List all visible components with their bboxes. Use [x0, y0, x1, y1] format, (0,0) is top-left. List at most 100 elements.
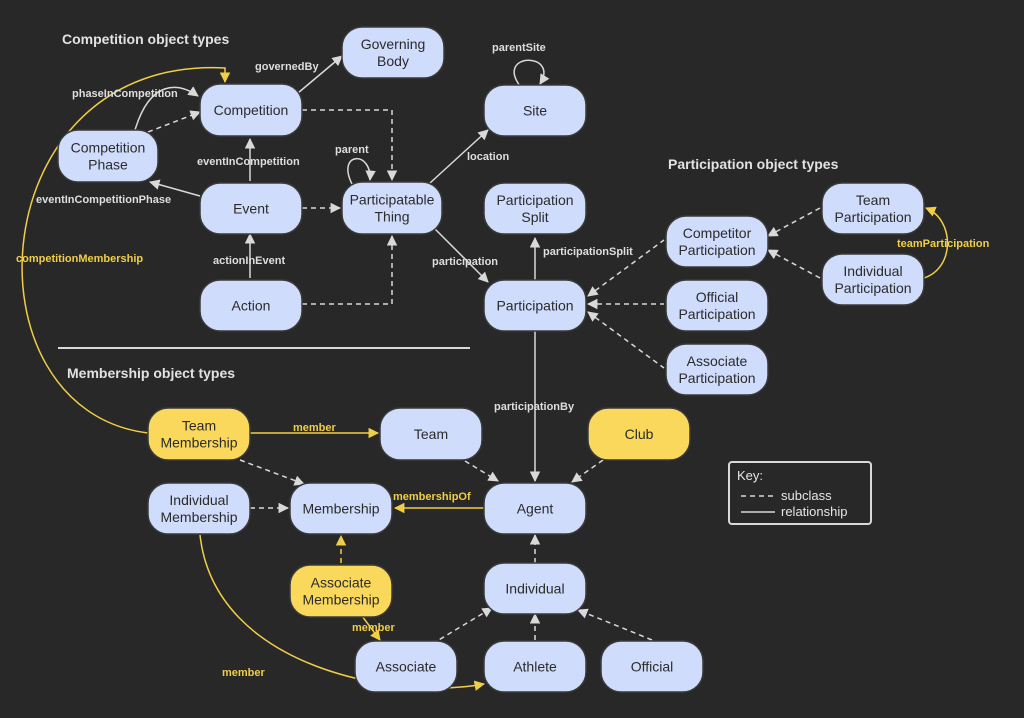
node-label: Participation: [496, 298, 573, 314]
label-competition-membership: competitionMembership: [16, 253, 143, 265]
node-label: Action: [232, 298, 271, 314]
node-label: Associate: [376, 659, 437, 675]
edge-participation: [431, 225, 489, 283]
node-label-line: Competitor: [683, 225, 752, 241]
node-site[interactable]: Site: [483, 84, 587, 137]
node-label-line: Individual: [505, 581, 564, 597]
node-label-line: Participation: [678, 306, 755, 322]
node-label: Site: [523, 103, 547, 119]
node-label-line: Participation: [496, 192, 573, 208]
node-label-line: Phase: [88, 157, 128, 173]
node-label-line: Official: [631, 659, 674, 675]
node-label-line: Participation: [678, 370, 755, 386]
edge-event-in-competition-phase: [148, 179, 201, 197]
section-title-participation: Participation object types: [668, 156, 839, 172]
node-team[interactable]: Team: [379, 407, 483, 461]
node-label-line: Thing: [374, 209, 409, 225]
node-label-line: Associate: [311, 575, 372, 591]
label-location: location: [467, 151, 509, 163]
label-participation-split: participationSplit: [543, 246, 633, 258]
label-event-in-competition: eventInCompetition: [197, 156, 300, 168]
node-action[interactable]: Action: [199, 279, 303, 332]
node-label: Agent: [517, 501, 554, 517]
edge-individual-participation-subclass: [767, 249, 821, 279]
node-label-line: Team: [856, 192, 890, 208]
node-label-line: Participation: [834, 280, 911, 296]
node-label-line: Governing: [361, 36, 426, 52]
edge-team-participation-subclass: [767, 207, 821, 237]
node-label-line: Team: [414, 426, 448, 442]
node-label-line: Membership: [160, 509, 237, 525]
node-agent[interactable]: Agent: [483, 482, 587, 535]
node-label-line: Associate: [687, 353, 748, 369]
node-athlete[interactable]: Athlete: [483, 640, 587, 693]
section-title-competition: Competition object types: [62, 31, 229, 47]
node-membership[interactable]: Membership: [289, 482, 393, 535]
label-parent: parent: [335, 144, 369, 156]
label-participation: participation: [432, 256, 498, 268]
node-label: Official: [631, 659, 674, 675]
legend-title: Key:: [737, 468, 763, 483]
edge-phase-in-competition: [134, 86, 199, 131]
node-label-line: Membership: [302, 592, 379, 608]
edge-competitor-subclass: [587, 239, 665, 297]
edge-competition-membership: [21, 67, 231, 434]
edge-competition-subclass: [302, 109, 398, 182]
node-label-line: Event: [233, 201, 269, 217]
node-official[interactable]: Official: [600, 640, 704, 693]
edge-member-associate: [361, 615, 381, 641]
node-participation[interactable]: Participation: [483, 279, 587, 332]
edge-club-subclass: [571, 459, 604, 483]
node-label: Team: [414, 426, 448, 442]
edge-phase-subclass: [147, 110, 201, 133]
node-competition[interactable]: Competition: [199, 83, 303, 137]
edge-parent-loop: [347, 157, 376, 185]
legend-subclass-label: subclass: [781, 488, 832, 503]
label-participation-by: participationBy: [494, 401, 575, 413]
edge-location: [429, 129, 489, 184]
label-team-participation: teamParticipation: [897, 238, 990, 250]
node-associate[interactable]: Associate: [354, 640, 458, 693]
node-label-line: Competition: [71, 140, 146, 156]
node-label-line: Team: [182, 418, 216, 434]
node-label-line: Individual: [843, 263, 902, 279]
edge-associate-subclass-individual: [431, 607, 493, 645]
label-governed-by: governedBy: [255, 61, 319, 73]
node-label-line: Membership: [302, 501, 379, 517]
edge-team-membership-subclass: [239, 459, 305, 486]
label-member-associate: member: [352, 622, 396, 634]
node-label-line: Participation: [678, 242, 755, 258]
node-event[interactable]: Event: [199, 182, 303, 235]
node-label-line: Official: [696, 289, 739, 305]
edges: [21, 55, 949, 691]
node-label-line: Split: [521, 209, 548, 225]
node-label-line: Club: [625, 426, 654, 442]
label-phase-in-competition: phaseInCompetition: [72, 88, 178, 100]
node-club[interactable]: Club: [587, 407, 691, 461]
section-title-membership: Membership object types: [67, 365, 235, 381]
legend-key: Key: subclass relationship: [728, 461, 872, 525]
label-event-in-competition-phase: eventInCompetitionPhase: [36, 194, 171, 206]
node-label-line: Individual: [169, 492, 228, 508]
node-individual[interactable]: Individual: [483, 562, 587, 615]
node-label-line: Membership: [160, 435, 237, 451]
